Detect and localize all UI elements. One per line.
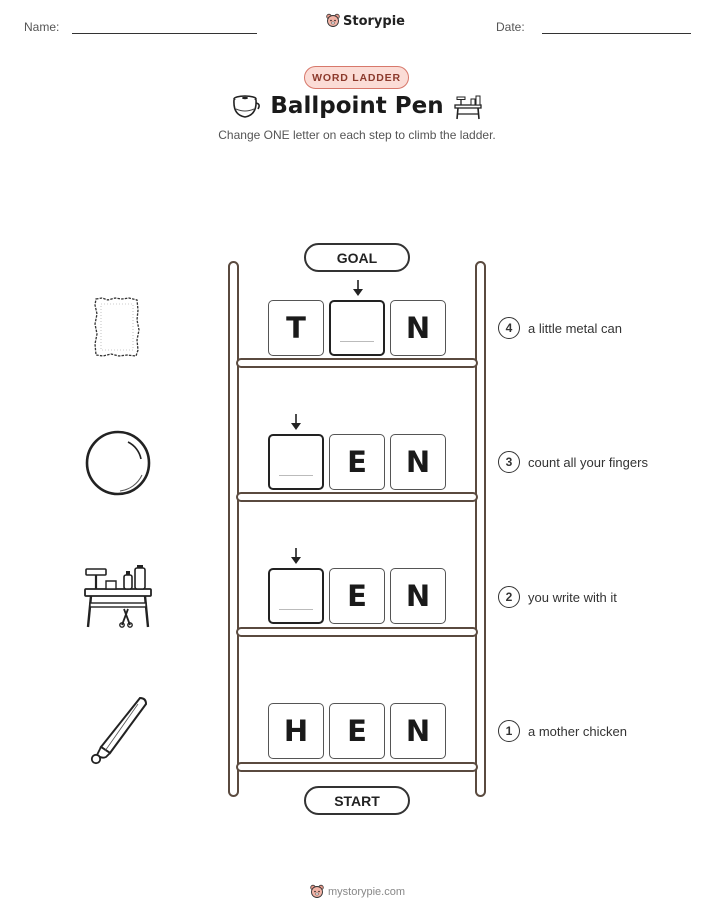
- circle-zero-icon: [85, 430, 151, 496]
- step-number-badge: 4: [498, 317, 520, 339]
- letter-tile: E: [329, 703, 385, 759]
- letter-tile: T: [268, 300, 324, 356]
- arrow-down-icon: [291, 548, 301, 564]
- clue-step-1: 1 a mother chicken: [498, 720, 627, 742]
- ladder-rung: [236, 762, 478, 772]
- step-number-badge: 2: [498, 586, 520, 608]
- ladder-rail-right: [475, 261, 486, 797]
- goal-label: GOAL: [304, 243, 410, 272]
- tin-foil-icon: [94, 297, 140, 357]
- date-label: Date:: [496, 20, 525, 34]
- step-number-badge: 1: [498, 720, 520, 742]
- clue-step-4: 4 a little metal can: [498, 317, 622, 339]
- instructions: Change ONE letter on each step to climb …: [218, 128, 496, 142]
- arrow-down-icon: [291, 414, 301, 430]
- date-line[interactable]: [542, 33, 691, 34]
- bear-logo-icon: [326, 13, 340, 27]
- pot-icon: [233, 95, 260, 118]
- workbench-icon: [454, 95, 482, 120]
- step-number-badge: 3: [498, 451, 520, 473]
- ladder-rail-left: [228, 261, 239, 797]
- word-ladder-tag: WORD LADDER: [304, 66, 409, 89]
- letter-tile: H: [268, 703, 324, 759]
- worksheet-title: Ballpoint Pen: [270, 93, 444, 119]
- ladder-rung: [236, 358, 478, 368]
- clue-step-2: 2 you write with it: [498, 586, 617, 608]
- letter-tile: N: [390, 434, 446, 490]
- letter-tile: N: [390, 568, 446, 624]
- letter-tile: N: [390, 703, 446, 759]
- clue-text: count all your fingers: [528, 454, 648, 470]
- blank-letter-input[interactable]: [329, 300, 385, 356]
- start-label: START: [304, 786, 410, 815]
- letter-tile: E: [329, 568, 385, 624]
- bear-logo-icon: [310, 884, 324, 898]
- arrow-down-icon: [353, 280, 363, 296]
- ladder-rung: [236, 492, 478, 502]
- letter-tile: E: [329, 434, 385, 490]
- brand-name: Storypie: [343, 13, 405, 29]
- ladder-rung: [236, 627, 478, 637]
- pen-icon: [90, 696, 148, 765]
- clue-text: you write with it: [528, 589, 617, 605]
- clue-text: a little metal can: [528, 320, 622, 336]
- name-label: Name:: [24, 20, 60, 34]
- workbench-icon: [84, 565, 152, 628]
- blank-letter-input[interactable]: [268, 434, 324, 490]
- clue-step-3: 3 count all your fingers: [498, 451, 648, 473]
- brand-logo: Storypie: [326, 13, 405, 29]
- letter-tile: N: [390, 300, 446, 356]
- name-line[interactable]: [72, 33, 257, 34]
- footer: mystorypie.com: [310, 884, 405, 900]
- footer-site-link[interactable]: mystorypie.com: [328, 886, 406, 898]
- blank-letter-input[interactable]: [268, 568, 324, 624]
- clue-text: a mother chicken: [528, 723, 627, 739]
